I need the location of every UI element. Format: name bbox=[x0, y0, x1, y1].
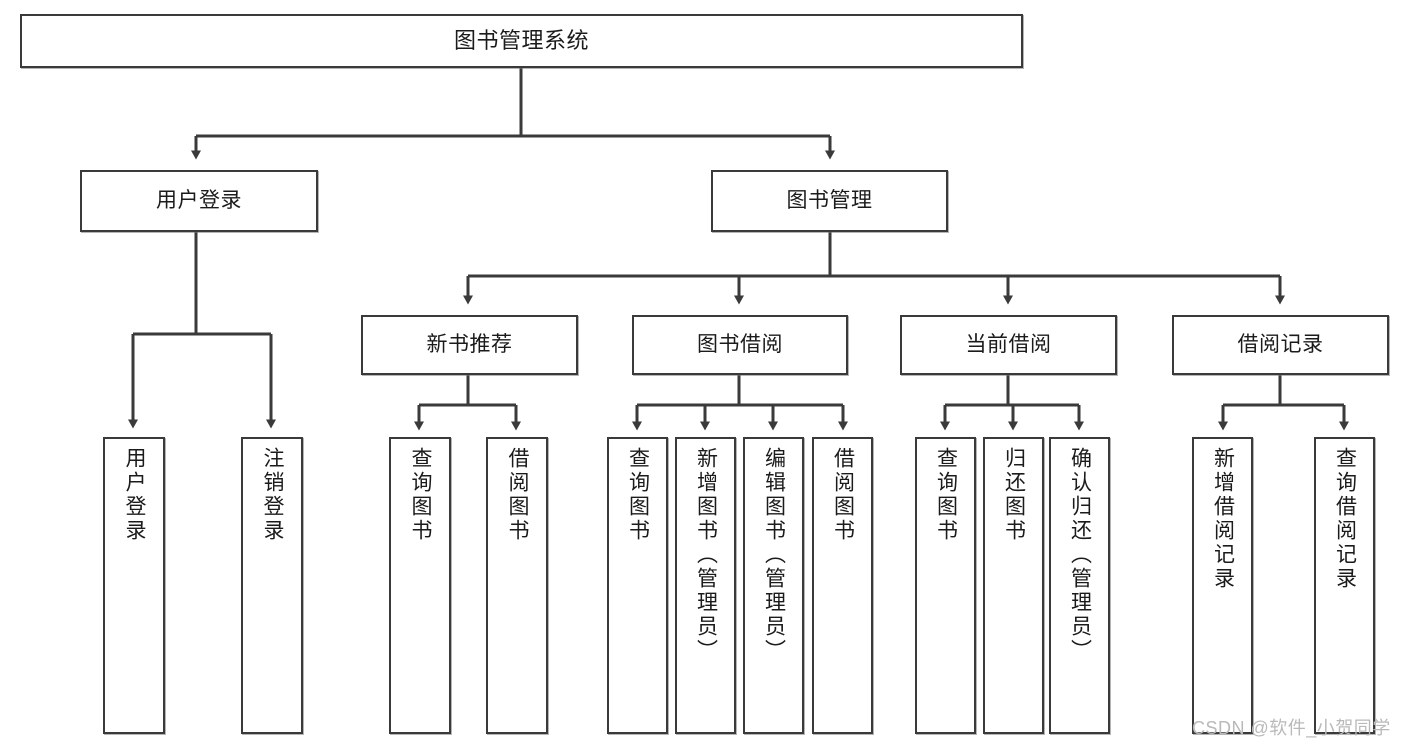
node-leaf-borrow-book-1[interactable]: 借阅图书 bbox=[486, 437, 548, 734]
node-leaf-edit-book[interactable]: 编辑图书（管理员） bbox=[743, 437, 804, 734]
node-borrow-record-label: 借阅记录 bbox=[1237, 332, 1324, 356]
node-book-borrow[interactable]: 图书借阅 bbox=[632, 315, 848, 375]
node-book-borrow-label: 图书借阅 bbox=[697, 332, 783, 356]
node-book-management-label: 图书管理 bbox=[786, 188, 873, 212]
node-leaf-return-book[interactable]: 归还图书 bbox=[983, 437, 1044, 734]
node-leaf-confirm-return[interactable]: 确认归还（管理员） bbox=[1049, 437, 1110, 734]
node-leaf-query-book-1-label: 查询图书 bbox=[409, 447, 433, 543]
node-leaf-query-book-2[interactable]: 查询图书 bbox=[607, 437, 668, 734]
node-leaf-add-book[interactable]: 新增图书（管理员） bbox=[675, 437, 736, 734]
node-current-borrow-label: 当前借阅 bbox=[965, 332, 1052, 356]
csdn-watermark: CSDN @软件_小贺同学 bbox=[1192, 718, 1391, 738]
node-user-login[interactable]: 用户登录 bbox=[80, 170, 318, 232]
node-leaf-query-book-3-label: 查询图书 bbox=[934, 447, 958, 543]
node-new-book-recommend[interactable]: 新书推荐 bbox=[361, 315, 578, 375]
node-leaf-edit-book-label: 编辑图书（管理员） bbox=[762, 447, 786, 663]
node-root-label: 图书管理系统 bbox=[453, 28, 589, 54]
node-leaf-confirm-return-label: 确认归还（管理员） bbox=[1068, 447, 1092, 663]
node-leaf-add-record[interactable]: 新增借阅记录 bbox=[1192, 437, 1253, 734]
node-leaf-borrow-book-2-label: 借阅图书 bbox=[831, 447, 855, 543]
node-new-book-recommend-label: 新书推荐 bbox=[426, 332, 513, 356]
node-borrow-record[interactable]: 借阅记录 bbox=[1172, 315, 1389, 375]
node-current-borrow[interactable]: 当前借阅 bbox=[900, 315, 1117, 375]
node-leaf-logout[interactable]: 注销登录 bbox=[241, 437, 303, 734]
node-leaf-borrow-book-2[interactable]: 借阅图书 bbox=[812, 437, 873, 734]
node-leaf-user-login-label: 用户登录 bbox=[123, 447, 147, 543]
node-user-login-label: 用户登录 bbox=[156, 188, 242, 212]
node-leaf-add-book-label: 新增图书（管理员） bbox=[694, 447, 718, 663]
node-root[interactable]: 图书管理系统 bbox=[20, 14, 1023, 68]
node-leaf-return-book-label: 归还图书 bbox=[1002, 447, 1026, 543]
node-leaf-user-login[interactable]: 用户登录 bbox=[103, 437, 165, 734]
node-leaf-query-record[interactable]: 查询借阅记录 bbox=[1314, 437, 1375, 734]
node-book-management[interactable]: 图书管理 bbox=[711, 170, 948, 232]
node-leaf-borrow-book-1-label: 借阅图书 bbox=[506, 447, 530, 543]
node-leaf-query-book-1[interactable]: 查询图书 bbox=[389, 437, 451, 734]
node-leaf-query-record-label: 查询借阅记录 bbox=[1333, 447, 1357, 591]
node-leaf-query-book-3[interactable]: 查询图书 bbox=[915, 437, 976, 734]
node-leaf-query-book-2-label: 查询图书 bbox=[626, 447, 650, 543]
node-leaf-logout-label: 注销登录 bbox=[261, 447, 285, 543]
node-leaf-add-record-label: 新增借阅记录 bbox=[1211, 447, 1235, 591]
